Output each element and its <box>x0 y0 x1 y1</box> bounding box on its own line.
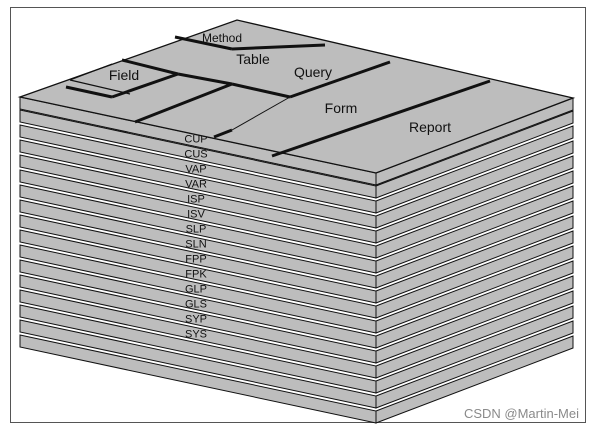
layers-group: USPUSRCUPCUSVAPVARISPISVSLPSLNFPPFPKGLPG… <box>19 96 574 424</box>
label-field: Field <box>109 67 139 83</box>
layer-slab-right-face <box>375 110 574 199</box>
layer-label-cup: CUP <box>184 134 207 146</box>
layer-slab-right-face <box>375 245 574 334</box>
layer-label-isp: ISP <box>187 194 205 206</box>
layer-label-gls: GLS <box>185 299 207 311</box>
layer-slab-right-face <box>375 215 574 304</box>
layer-label-vap: VAP <box>185 164 206 176</box>
watermark-text: CSDN @Martin-Mei <box>463 406 579 421</box>
layer-label-sys: SYS <box>185 329 207 341</box>
layer-label-slp: SLP <box>186 224 207 236</box>
layer-label-sln: SLN <box>185 239 206 251</box>
layer-label-fpp: FPP <box>185 254 206 266</box>
layer-slab-right-face <box>375 200 574 289</box>
label-report: Report <box>409 119 451 135</box>
layer-slab-right-face <box>375 260 574 349</box>
layer-slab-right-face <box>375 125 574 214</box>
layer-label-var: VAR <box>185 179 207 191</box>
layer-slab-right-face <box>375 335 574 424</box>
layer-slab-right-face <box>375 305 574 394</box>
layer-slab-right-face <box>375 230 574 319</box>
layer-label-glp: GLP <box>185 284 207 296</box>
label-query: Query <box>294 64 332 80</box>
layer-label-syp: SYP <box>185 314 207 326</box>
label-form: Form <box>325 100 358 116</box>
label-table: Table <box>236 51 270 67</box>
layer-label-isv: ISV <box>187 209 205 221</box>
layer-slab-right-face <box>375 170 574 259</box>
layer-label-fpk: FPK <box>185 269 207 281</box>
top-face-labels: Method Table Field Query Form Report <box>109 31 451 135</box>
layer-slab-right-face <box>375 185 574 274</box>
layer-slab-right-face <box>375 155 574 244</box>
layer-slab-right-face <box>375 290 574 379</box>
layer-slab-right-face <box>375 140 574 229</box>
top-face-dividers <box>65 35 491 158</box>
top-face <box>17 19 576 174</box>
label-method: Method <box>202 31 242 45</box>
layer-slab-right-face <box>375 320 574 409</box>
layer-label-cus: CUS <box>184 149 207 161</box>
layer-slab-right-face <box>375 275 574 364</box>
